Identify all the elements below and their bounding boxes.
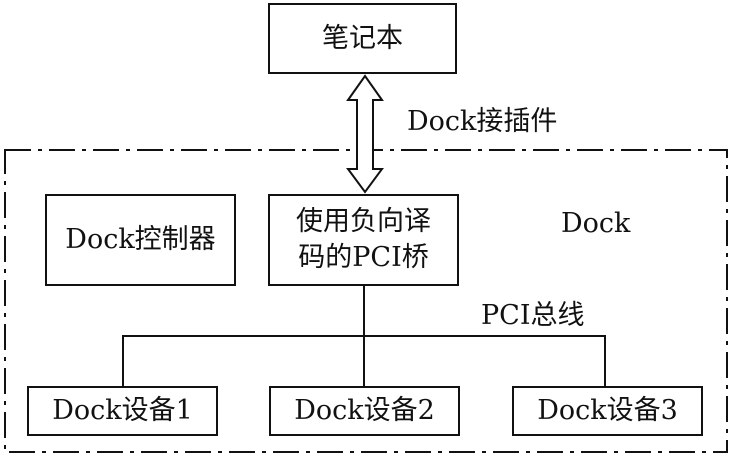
dock-label: Dock bbox=[561, 208, 631, 239]
dock-controller-box: Dock控制器 bbox=[45, 194, 236, 286]
dock-controller-label: Dock控制器 bbox=[65, 224, 216, 256]
dock-connector-label: Dock接插件 bbox=[407, 106, 558, 137]
pci-bridge-label: 使用负向译 码的PCI桥 bbox=[296, 204, 431, 275]
dock-device2-box: Dock设备2 bbox=[269, 386, 460, 436]
dock-device1-box: Dock设备1 bbox=[27, 386, 218, 436]
dock-device2-label: Dock设备2 bbox=[294, 395, 435, 427]
dock-device1-label: Dock设备1 bbox=[52, 395, 193, 427]
laptop-label: 笔记本 bbox=[322, 22, 403, 54]
laptop-box: 笔记本 bbox=[268, 3, 457, 74]
dock-device3-box: Dock设备3 bbox=[512, 386, 703, 436]
dock-device3-label: Dock设备3 bbox=[537, 395, 678, 427]
pci-bridge-label-line1: 使用负向译 bbox=[296, 206, 431, 238]
dock-connector-arrow bbox=[346, 74, 384, 194]
pci-bus-label: PCI总线 bbox=[481, 300, 585, 331]
pci-bridge-box: 使用负向译 码的PCI桥 bbox=[268, 194, 459, 286]
pci-bridge-label-line2: 码的PCI桥 bbox=[298, 242, 429, 273]
